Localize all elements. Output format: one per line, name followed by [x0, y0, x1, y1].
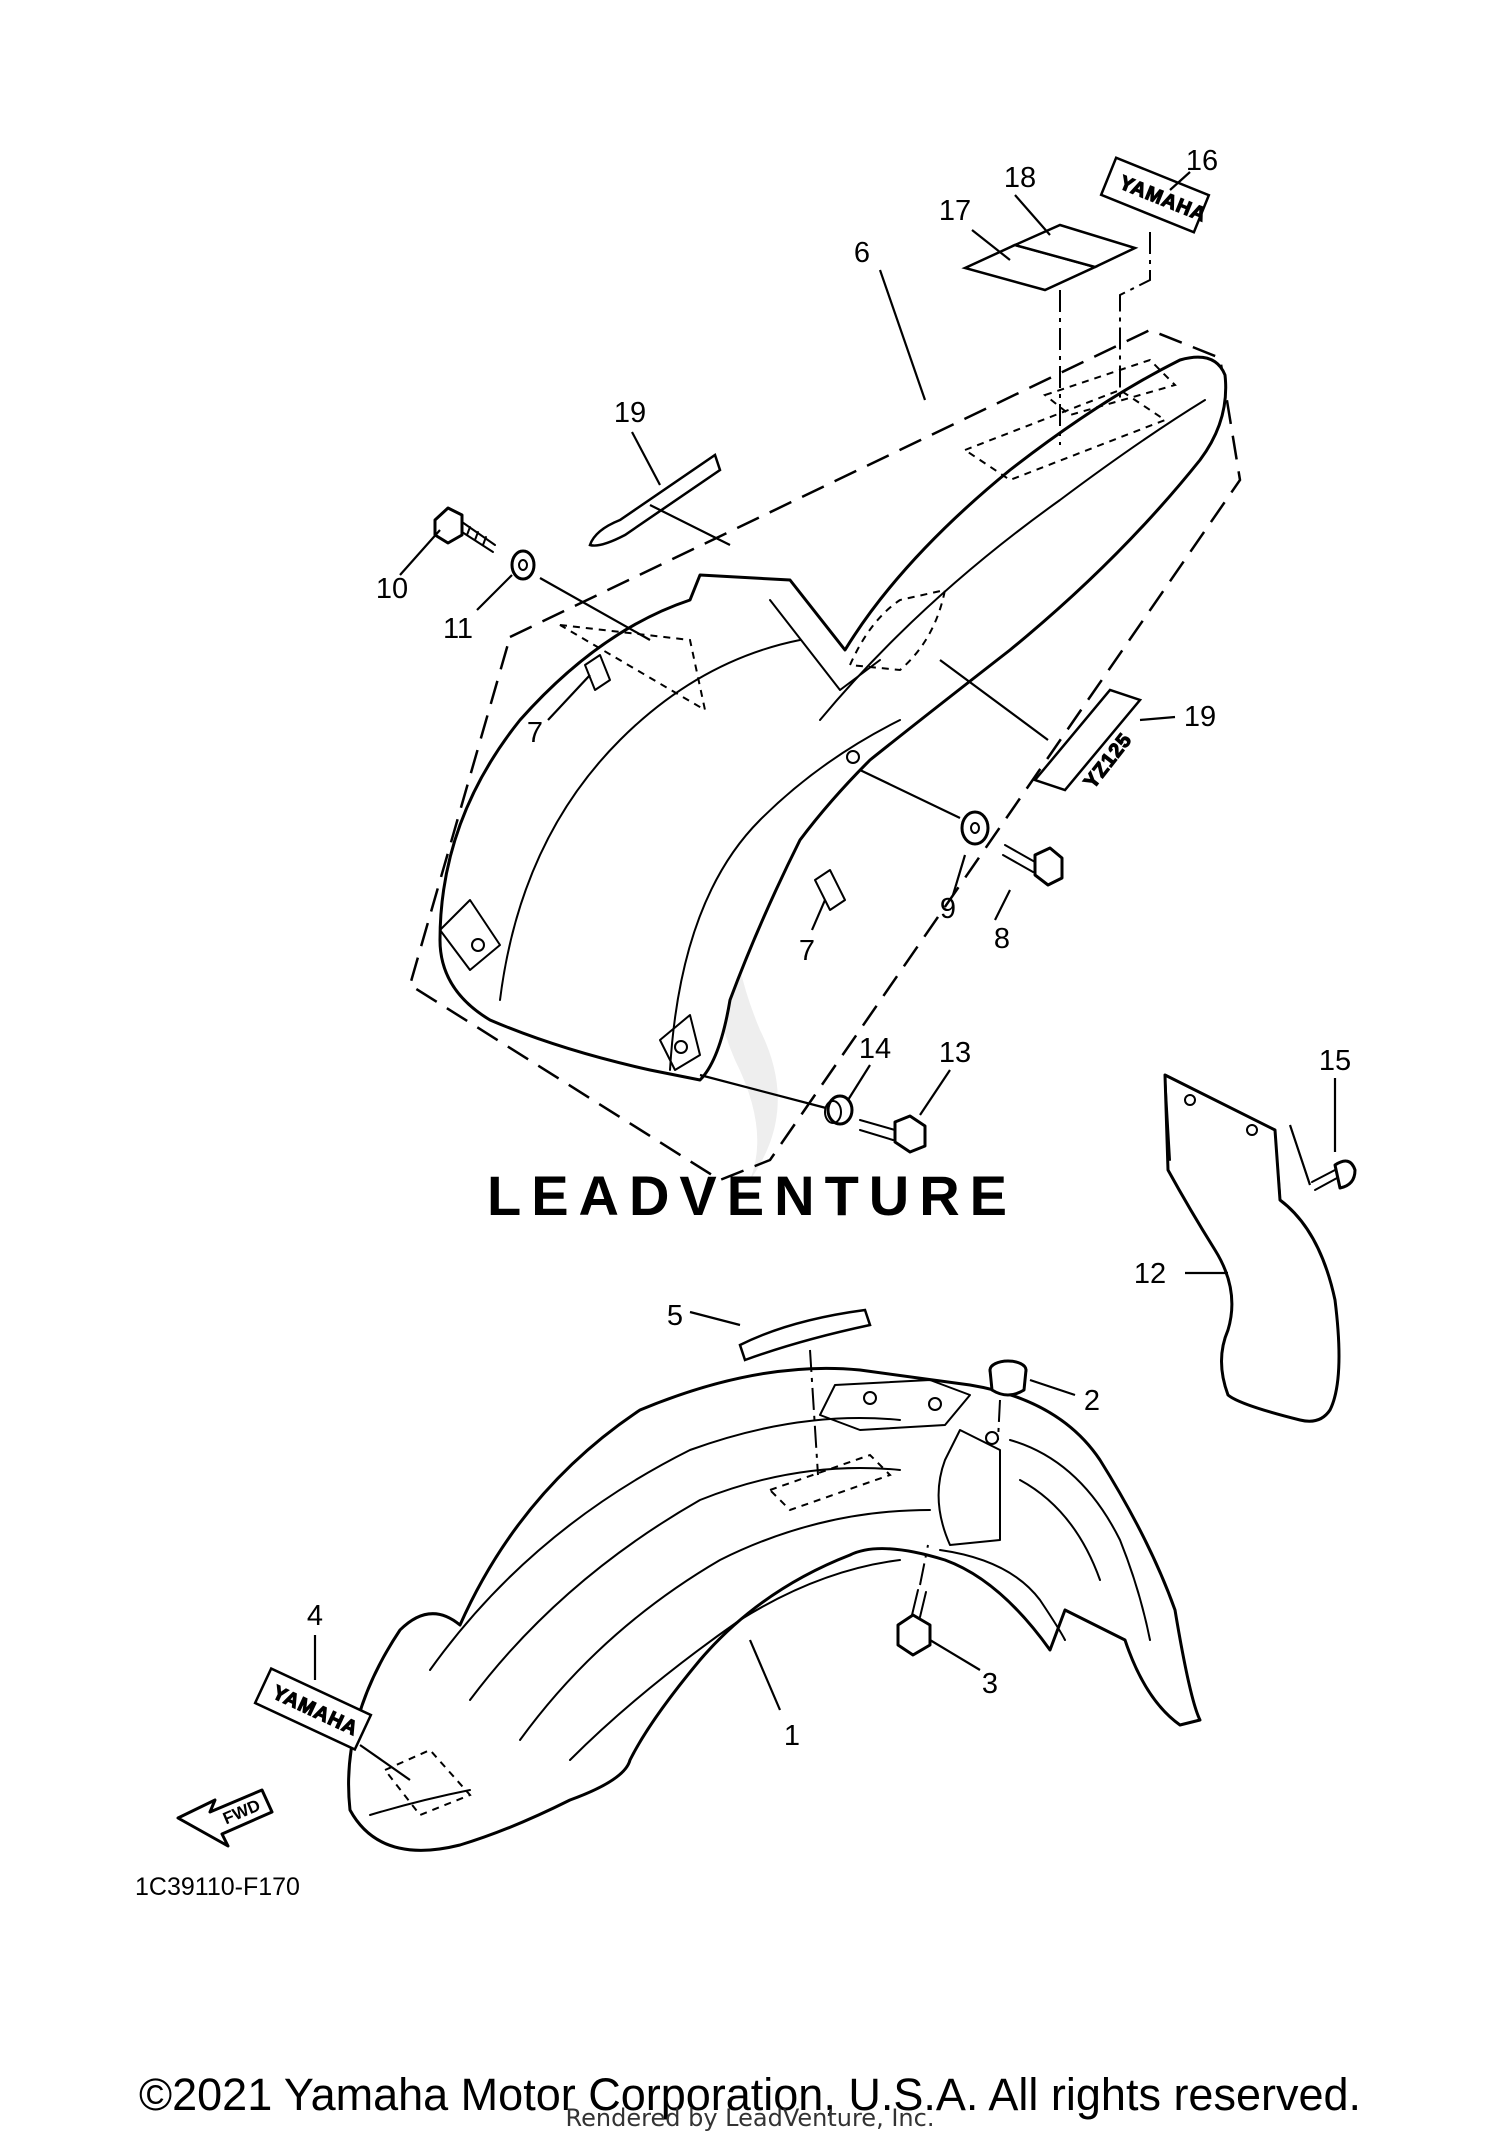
bolt-13 — [859, 1114, 927, 1154]
callout-leaders — [313, 171, 1337, 1711]
callout-4: 4 — [307, 1600, 323, 1632]
callout-numbers: 1 2 3 4 5 6 7 7 8 9 10 11 12 13 14 15 16… — [307, 145, 1351, 1752]
screw-15 — [1288, 1124, 1357, 1191]
rear-fender — [438, 355, 1228, 1082]
callout-19a: 19 — [614, 397, 646, 429]
callout-19b: 19 — [1184, 701, 1216, 733]
callout-13: 13 — [939, 1037, 971, 1069]
callout-5: 5 — [667, 1300, 683, 1332]
decal-19-upper — [588, 453, 731, 547]
callout-14: 14 — [859, 1033, 891, 1065]
washer-9 — [859, 769, 990, 846]
callout-2: 2 — [1084, 1385, 1100, 1417]
bolt-10 — [433, 506, 496, 553]
decal-5 — [738, 1308, 872, 1476]
bolt-3 — [896, 1544, 932, 1657]
front-fender-1 — [347, 1366, 1202, 1852]
rendered-by-notice: Rendered by LeadVenture, Inc. — [565, 2104, 935, 2132]
watermark-text: LEADVENTURE — [487, 1164, 1017, 1227]
grommet-2 — [988, 1359, 1028, 1441]
callout-12: 12 — [1134, 1258, 1166, 1290]
callout-16: 16 — [1186, 145, 1218, 177]
callout-7a: 7 — [527, 717, 543, 749]
rear-seat-decals — [961, 223, 1139, 445]
callout-8: 8 — [994, 923, 1010, 955]
diagram-code: 1C39110-F170 — [135, 1873, 300, 1901]
callout-1: 1 — [784, 1720, 800, 1752]
mud-flap-12 — [1163, 1073, 1341, 1423]
callout-11: 11 — [443, 613, 473, 645]
collar-14 — [699, 1073, 854, 1126]
callout-6: 6 — [854, 237, 870, 269]
rear-fender-group — [408, 328, 1242, 1182]
callout-18: 18 — [1004, 162, 1036, 194]
callout-9: 9 — [940, 893, 956, 925]
callout-17: 17 — [939, 195, 971, 227]
washer-11 — [510, 549, 651, 641]
bolt-8 — [1002, 844, 1064, 887]
fwd-arrow-icon: FWD — [176, 1788, 274, 1848]
callout-7b: 7 — [799, 935, 815, 967]
decal-18 — [1011, 223, 1139, 269]
callout-3: 3 — [982, 1668, 998, 1700]
copyright-notice: ©2021 Yamaha Motor Corporation, U.S.A. A… — [138, 2069, 1362, 2120]
callout-10: 10 — [376, 573, 408, 605]
callout-15: 15 — [1319, 1045, 1351, 1077]
